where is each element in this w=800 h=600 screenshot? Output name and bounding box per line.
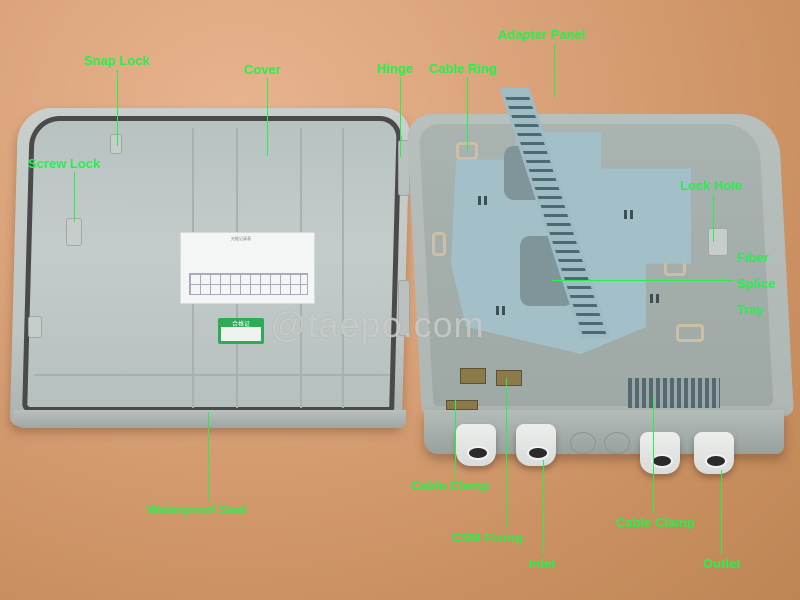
cable-clamp-bar	[446, 400, 478, 410]
callout-waterproof-seal: Waterproof Seal	[147, 502, 247, 517]
callout-cable-ring: Cable Ring	[429, 61, 497, 76]
cable-clamp-comb	[628, 378, 720, 408]
knockout-hole	[570, 432, 596, 454]
gland-opening	[467, 446, 489, 460]
tray-slot	[496, 306, 499, 315]
cable-gland-outlet	[694, 432, 734, 474]
tray-slot	[502, 306, 505, 315]
cable-gland	[456, 424, 496, 466]
callout-splice: Splice	[737, 276, 776, 291]
cable-ring-icon	[676, 324, 704, 342]
callout-lock-hole: Lock Hole	[680, 178, 743, 193]
leader-line	[117, 70, 118, 146]
csm-fixing-clamp	[460, 368, 486, 384]
lock-hole-tab	[708, 228, 728, 256]
callout-adapter-panel: Adapter Panel	[498, 27, 586, 42]
leader-line	[74, 172, 75, 222]
tray-slot	[624, 210, 627, 219]
leader-line	[467, 77, 468, 151]
label-sheet-grid	[189, 273, 308, 295]
tray-slot	[478, 196, 481, 205]
certificate-body	[221, 327, 261, 341]
tray-slot	[650, 294, 653, 303]
callout-outlet: Outlet	[703, 556, 741, 571]
gland-opening	[651, 454, 673, 468]
tray-slot	[484, 196, 487, 205]
cable-gland-inlet	[516, 424, 556, 466]
cover-rib	[342, 128, 344, 408]
callout-cable-clamp-left: Cable Clamp	[411, 478, 490, 493]
callout-snap-lock: Snap Lock	[84, 53, 150, 68]
leader-line	[400, 77, 401, 157]
leader-line	[267, 78, 268, 156]
leader-line	[543, 460, 544, 554]
callout-cover: Cover	[244, 62, 281, 77]
leader-line	[455, 400, 456, 478]
tray-slot	[656, 294, 659, 303]
certificate-sticker: 合格证	[218, 318, 264, 344]
callout-hinge: Hinge	[377, 61, 414, 76]
callout-cable-clamp-right: Cable Clamp	[616, 515, 695, 530]
label-sheet-header: 光缆记录表	[231, 236, 251, 241]
cable-gland	[640, 432, 680, 474]
callout-tray: Tray	[737, 302, 764, 317]
callout-fiber: Fiber	[737, 250, 769, 265]
hinge-bottom	[398, 280, 410, 336]
gland-opening	[527, 446, 549, 460]
leader-line	[552, 280, 733, 281]
callout-screw-lock: Screw Lock	[28, 156, 101, 171]
leader-line	[653, 394, 654, 514]
csm-fixing-clamp	[496, 370, 522, 386]
leader-line	[208, 412, 209, 502]
watermark: @taepo.com	[270, 304, 485, 345]
snap-lock-tab	[110, 134, 122, 154]
cover-rib	[34, 374, 390, 376]
cover-front-edge	[14, 410, 406, 428]
leader-line	[554, 44, 555, 98]
callout-csm-fixing: CSM Fixing	[452, 530, 523, 545]
tray-slot	[630, 210, 633, 219]
gland-opening	[705, 454, 727, 468]
screw-lock-tab	[66, 218, 82, 246]
callout-inlet: Inlet	[529, 556, 556, 571]
cover-tab	[28, 316, 42, 338]
leader-line	[721, 470, 722, 554]
leader-line	[713, 194, 714, 242]
cable-record-label: 光缆记录表	[180, 232, 315, 304]
knockout-hole	[604, 432, 630, 454]
leader-line	[506, 378, 507, 528]
cable-ring-icon	[432, 232, 446, 256]
certificate-title: 合格证	[231, 322, 250, 328]
